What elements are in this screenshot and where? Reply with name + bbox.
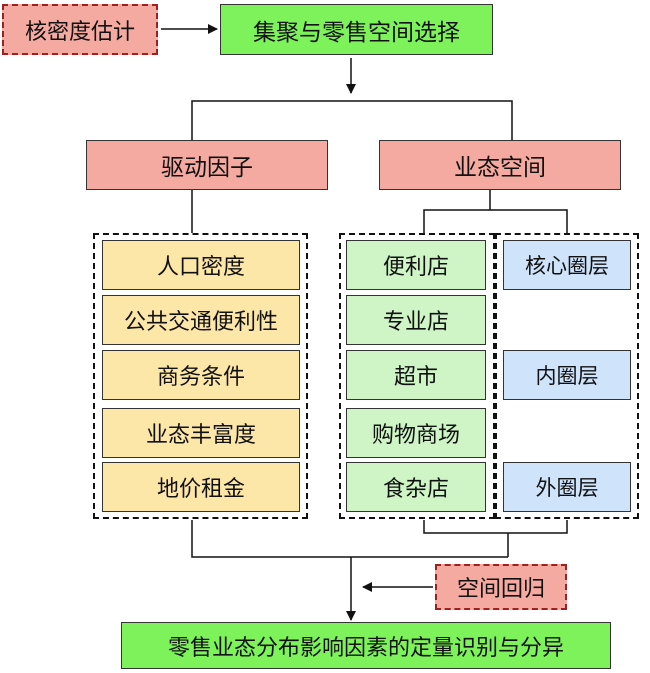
format-label: 专业店 bbox=[382, 310, 449, 335]
drivers-label: 驱动因子 bbox=[161, 155, 253, 181]
format-item: 超市 bbox=[346, 350, 486, 400]
drivers-box: 驱动因子 bbox=[86, 140, 328, 190]
space-box: 业态空间 bbox=[379, 140, 621, 190]
result-box: 零售业态分布影响因素的定量识别与分异 bbox=[121, 622, 611, 669]
driver-label: 地价租金 bbox=[156, 477, 245, 502]
ring-label: 外圈层 bbox=[535, 476, 599, 500]
ring-label: 核心圈层 bbox=[525, 254, 609, 278]
space-label: 业态空间 bbox=[454, 155, 546, 181]
selection-box: 集聚与零售空间选择 bbox=[220, 4, 493, 55]
space-connector bbox=[423, 209, 568, 233]
result-label: 零售业态分布影响因素的定量识别与分异 bbox=[167, 635, 564, 661]
driver-label: 商务条件 bbox=[156, 365, 245, 390]
ring-item: 外圈层 bbox=[503, 462, 631, 512]
format-label: 超市 bbox=[393, 365, 438, 390]
kde-label: 核密度估计 bbox=[24, 19, 135, 45]
ring-label: 内圈层 bbox=[535, 364, 599, 388]
driver-label: 公共交通便利性 bbox=[123, 310, 278, 335]
driver-item: 商务条件 bbox=[102, 350, 300, 400]
driver-item: 地价租金 bbox=[102, 462, 300, 512]
driver-item: 业态丰富度 bbox=[102, 408, 300, 458]
formats-frame bbox=[339, 233, 495, 519]
bottom-left-connector bbox=[191, 520, 508, 558]
format-item: 便利店 bbox=[346, 240, 486, 290]
bottom-right-connector bbox=[423, 520, 568, 534]
regression-box: 空间回归 bbox=[435, 564, 567, 610]
kde-box: 核密度估计 bbox=[2, 4, 158, 55]
regression-label: 空间回归 bbox=[456, 577, 545, 602]
branch-connector bbox=[191, 100, 513, 140]
format-label: 便利店 bbox=[382, 255, 449, 280]
driver-label: 业态丰富度 bbox=[145, 423, 256, 448]
driver-label: 人口密度 bbox=[156, 255, 245, 280]
format-item: 食杂店 bbox=[346, 462, 486, 512]
format-item: 专业店 bbox=[346, 295, 486, 345]
ring-item: 核心圈层 bbox=[503, 240, 631, 290]
format-label: 食杂店 bbox=[382, 477, 449, 502]
format-item: 购物商场 bbox=[346, 408, 486, 458]
selection-label: 集聚与零售空间选择 bbox=[253, 19, 460, 46]
ring-item: 内圈层 bbox=[503, 350, 631, 400]
format-label: 购物商场 bbox=[371, 423, 460, 448]
drivers-frame bbox=[93, 233, 308, 519]
driver-item: 人口密度 bbox=[102, 240, 300, 290]
driver-item: 公共交通便利性 bbox=[102, 295, 300, 345]
rings-frame bbox=[495, 233, 639, 519]
